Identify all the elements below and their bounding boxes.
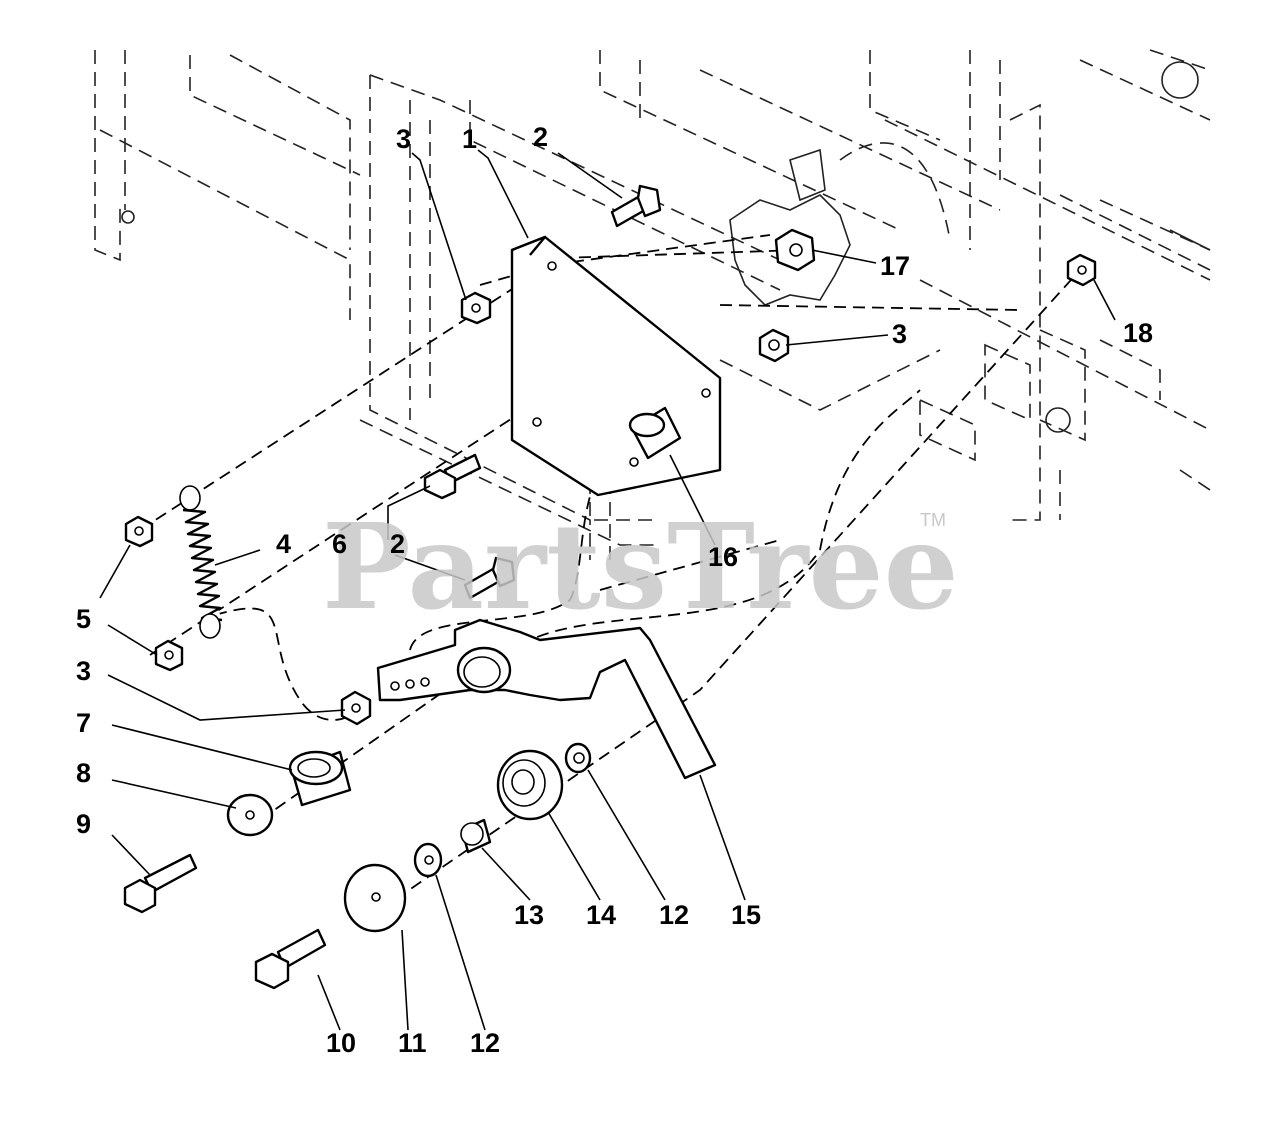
callout-13: 13 xyxy=(514,900,544,930)
spacer-tube-part xyxy=(628,406,682,460)
lock-nut-part xyxy=(1066,253,1097,287)
callout-7: 7 xyxy=(76,708,91,738)
callout-3-upper: 3 xyxy=(396,124,411,154)
trademark-symbol: TM xyxy=(920,510,946,530)
flat-washer-part xyxy=(226,793,274,837)
thin-washer-left-part xyxy=(413,842,443,878)
idler-arm-part xyxy=(376,618,717,780)
callout-4: 4 xyxy=(276,529,291,559)
large-washer-part xyxy=(343,863,407,933)
nut-lower-part xyxy=(154,639,184,672)
partstree-watermark: PartsTree xyxy=(322,497,959,636)
thin-washer-right-part xyxy=(564,742,592,774)
callout-6: 6 xyxy=(332,529,347,559)
callout-11: 11 xyxy=(398,1028,427,1058)
callout-1: 1 xyxy=(462,124,477,154)
callout-15: 15 xyxy=(731,900,761,930)
extension-spring-part xyxy=(179,485,223,639)
callout-17: 17 xyxy=(880,251,910,281)
callout-2-upper: 2 xyxy=(533,122,548,152)
carriage-bolt-upper-part xyxy=(610,184,662,228)
idler-pulley-part xyxy=(496,749,564,821)
hex-nut-upper-part xyxy=(460,291,492,325)
callout-12-left: 12 xyxy=(470,1028,500,1058)
carriage-bolt-lower-part xyxy=(463,556,516,600)
mower-frame-phantom xyxy=(94,49,1211,560)
callout-12-right: 12 xyxy=(659,900,689,930)
callout-9: 9 xyxy=(76,809,91,839)
callout-3-right: 3 xyxy=(892,319,907,349)
bushing-part xyxy=(288,750,352,807)
callout-leaders xyxy=(99,149,1116,1031)
hex-nut-lower-part xyxy=(340,690,372,726)
callout-3-lower: 3 xyxy=(76,656,91,686)
hex-nut-right-part xyxy=(758,328,790,363)
callout-labels: 1 2 3 17 3 18 16 6 2 4 5 3 7 8 9 13 14 1… xyxy=(76,122,1153,1058)
callout-14: 14 xyxy=(586,900,616,930)
hex-bolt-mid-part xyxy=(423,453,482,500)
hex-bolt-long-part xyxy=(123,853,198,914)
callout-8: 8 xyxy=(76,758,91,788)
callout-2-lower: 2 xyxy=(390,529,405,559)
callout-16: 16 xyxy=(708,542,738,572)
callout-18: 18 xyxy=(1123,318,1153,348)
bracket-plate-part xyxy=(510,235,722,497)
hex-bolt-short-part xyxy=(254,928,327,990)
callout-10: 10 xyxy=(326,1028,356,1058)
flange-nut-part xyxy=(774,228,816,272)
sleeve-part xyxy=(460,818,492,854)
nut-upper-part xyxy=(124,515,154,548)
callout-5: 5 xyxy=(76,604,91,634)
